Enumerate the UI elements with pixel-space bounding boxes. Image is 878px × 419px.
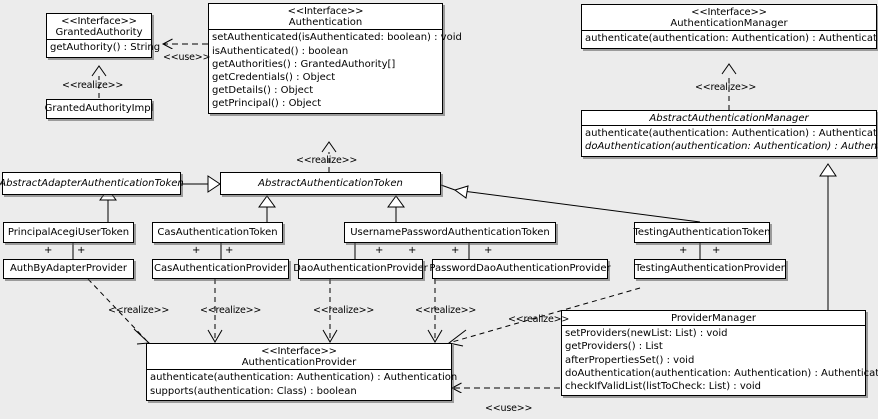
operations-compartment: authenticate(authentication: Authenticat… [582,125,878,155]
class-name: AuthenticationManager [670,18,788,30]
class-header: <<Interface>> GrantedAuthority [47,14,151,39]
edge-generalization-usernamepasswordauthenticationtoken [387,195,405,222]
operation: authenticate(authentication: Authenticat… [150,372,458,384]
operations-compartment: setAuthenticated(isAuthenticated: boolea… [209,29,462,112]
operation: checkIfValidList(listToCheck: List) : vo… [565,380,762,392]
class-password-dao-authentication-provider[interactable]: PasswordDaoAuthenticationProvider [429,259,611,279]
edge-label-realize-abstractauthenticationmanager: <<realize>> [695,82,757,93]
class-header: ProviderManager [562,311,865,325]
association-multiplicity: + [44,245,53,256]
operations-compartment: authenticate(authentication: Authenticat… [582,30,878,47]
class-name: CasAuthenticationProvider [154,263,287,275]
class-name: AuthByAdapterProvider [9,263,128,275]
class-authentication-manager[interactable]: <<Interface>> AuthenticationManager auth… [581,4,878,49]
operation: supports(authentication: Class) : boolea… [150,385,357,397]
operation: isAuthenticated() : boolean [212,45,349,57]
class-granted-authority-impl[interactable]: GrantedAuthorityImpl [44,99,154,119]
edge-label-realize-daoauthenticationprovider: <<realize>> [313,305,375,316]
association-multiplicity: + [408,245,417,256]
class-name: CasAuthenticationToken [157,226,278,238]
operation: authenticate(authentication: Authenticat… [585,33,878,45]
operation: getAuthority() : String [50,42,161,54]
class-authentication-provider[interactable]: <<Interface>> AuthenticationProvider aut… [146,343,458,401]
operation: afterPropertiesSet() : void [565,354,695,366]
operation: getPrincipal() : Object [212,98,322,110]
class-name: AbstractAdapterAuthenticationToken [0,177,184,189]
edge-generalization-testingauthenticationtoken [440,184,701,223]
operations-compartment: setProviders(newList: List) : void getPr… [562,325,878,395]
class-name: PasswordDaoAuthenticationProvider [429,263,611,275]
stereotype-label: <<Interface>> [61,16,137,27]
operation: getAuthorities() : GrantedAuthority[] [212,58,396,70]
operation: setProviders(newList: List) : void [565,328,728,340]
operation-abstract: doAuthentication(authentication: Authent… [585,141,878,153]
class-testing-authentication-provider[interactable]: TestingAuthenticationProvider [634,259,786,279]
class-abstract-adapter-authentication-token[interactable]: AbstractAdapterAuthenticationToken [0,172,184,195]
edge-generalization-providermanager [819,163,837,310]
edge-generalization-casauthenticationtoken [258,195,276,222]
class-name: AuthenticationProvider [241,357,357,369]
stereotype-label: <<Interface>> [287,6,364,17]
class-header: <<Interface>> Authentication [209,4,442,29]
class-granted-authority[interactable]: <<Interface>> GrantedAuthority getAuthor… [46,13,161,58]
class-abstract-authentication-manager[interactable]: AbstractAuthenticationManager authentica… [581,110,878,157]
edge-label-use-providermanager: <<use>> [485,403,533,414]
association-multiplicity: + [712,245,721,256]
class-name: GrantedAuthority [55,27,143,39]
edge-label-realize-casauthenticationprovider: <<realize>> [200,305,262,316]
class-name: UsernamePasswordAuthenticationToken [350,226,550,238]
class-testing-authentication-token[interactable]: TestingAuthenticationToken [633,222,771,243]
class-name: DaoAuthenticationProvider [293,263,428,275]
class-header: <<Interface>> AuthenticationManager [582,5,876,30]
class-principal-acegi-user-token[interactable]: PrincipalAcegiUserToken [3,222,134,243]
class-header: AbstractAuthenticationManager [582,111,876,125]
edge-label-realize-abstractauthenticationtoken: <<realize>> [296,155,358,166]
operations-compartment: authenticate(authentication: Authenticat… [147,369,458,399]
class-header: <<Interface>> AuthenticationProvider [147,344,451,369]
operation: doAuthentication(authentication: Authent… [565,367,878,379]
edge-label-realize-authbyadapterprovider: <<realize>> [108,305,170,316]
class-provider-manager[interactable]: ProviderManager setProviders(newList: Li… [561,310,878,397]
edge-label-realize-passworddaoauthenticationprovider: <<realize>> [415,305,477,316]
class-name: ProviderManager [670,313,756,324]
edge-generalization-abstractadapter-to-abstracttoken [181,175,221,193]
association-multiplicity: + [77,245,86,256]
association-multiplicity: + [225,245,234,256]
class-name: TestingAuthenticationProvider [635,263,785,275]
association-multiplicity: + [451,245,460,256]
class-name: AbstractAuthenticationToken [258,177,403,189]
class-cas-authentication-token[interactable]: CasAuthenticationToken [152,222,283,243]
operation: getDetails() : Object [212,85,314,97]
class-name: AbstractAuthenticationManager [649,113,809,124]
operation: setAuthenticated(isAuthenticated: boolea… [212,32,462,44]
class-cas-authentication-provider[interactable]: CasAuthenticationProvider [152,259,289,279]
association-multiplicity: + [192,245,201,256]
edge-label-realize-grantedauthorityimpl: <<realize>> [62,80,124,91]
class-auth-by-adapter-provider[interactable]: AuthByAdapterProvider [3,259,134,279]
operation: getCredentials() : Object [212,71,336,83]
association-multiplicity: + [679,245,688,256]
edge-label-realize-testingauthenticationprovider: <<realize>> [508,314,570,325]
association-multiplicity: + [484,245,493,256]
association-multiplicity: + [375,245,384,256]
edge-label-use-authentication-grantedauthority: <<use>> [163,52,211,63]
class-name: TestingAuthenticationToken [633,226,771,238]
operation: authenticate(authentication: Authenticat… [585,128,878,140]
class-authentication[interactable]: <<Interface>> Authentication setAuthenti… [208,3,462,114]
class-name: Authentication [288,17,363,29]
class-dao-authentication-provider[interactable]: DaoAuthenticationProvider [293,259,428,279]
stereotype-label: <<Interface>> [261,346,337,357]
class-name: PrincipalAcegiUserToken [7,226,130,238]
class-abstract-authentication-token[interactable]: AbstractAuthenticationToken [220,172,441,195]
class-name: GrantedAuthorityImpl [44,103,154,115]
operations-compartment: getAuthority() : String [47,39,161,56]
class-username-password-authentication-token[interactable]: UsernamePasswordAuthenticationToken [344,222,556,243]
operation: getProviders() : List [565,341,663,353]
stereotype-label: <<Interface>> [691,7,767,18]
